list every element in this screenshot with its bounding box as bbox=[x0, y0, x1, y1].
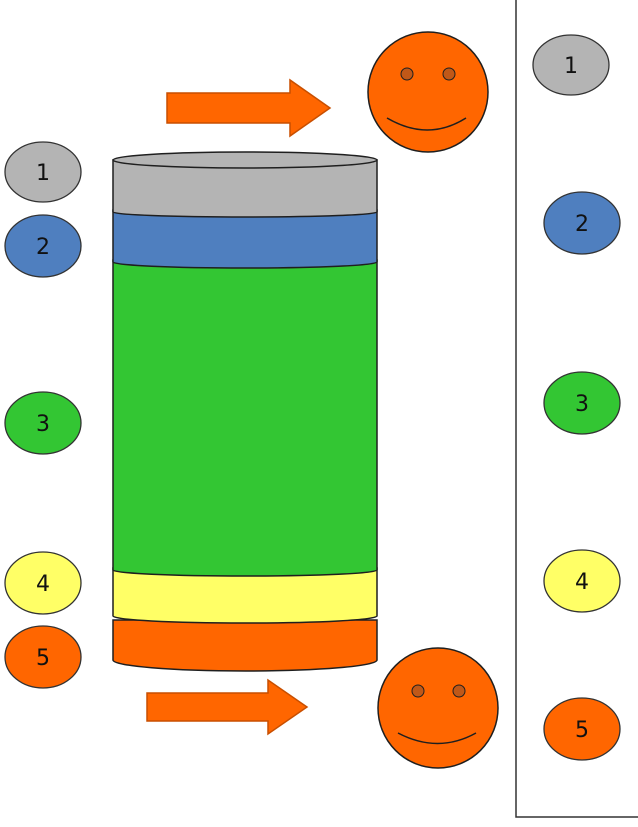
left-badge-3: 3 bbox=[4, 391, 82, 455]
right-badge-4: 4 bbox=[543, 549, 621, 613]
left-badge-label-2: 2 bbox=[36, 235, 50, 260]
right-badge-5: 5 bbox=[543, 697, 621, 761]
right-badge-1: 1 bbox=[532, 34, 610, 96]
left-badge-5: 5 bbox=[4, 625, 82, 689]
left-badge-1: 1 bbox=[4, 141, 82, 203]
left-badge-2: 2 bbox=[4, 214, 82, 278]
column-layer-5 bbox=[112, 619, 378, 672]
left-badge-label-4: 4 bbox=[36, 572, 50, 597]
column-layer-1 bbox=[112, 159, 378, 218]
right-badge-2: 2 bbox=[543, 191, 621, 255]
right-badge-label-4: 4 bbox=[575, 570, 589, 595]
right-badge-label-1: 1 bbox=[564, 54, 578, 79]
top-right-arrow-icon bbox=[166, 78, 332, 138]
right-badge-list: 1 2 3 4 5 bbox=[532, 34, 621, 761]
column-layer-2 bbox=[112, 209, 378, 269]
right-badge-label-2: 2 bbox=[575, 212, 589, 237]
left-badge-4: 4 bbox=[4, 551, 82, 615]
column-cylinder bbox=[112, 151, 378, 672]
bottom-smiley-face-icon bbox=[377, 647, 499, 769]
right-badge-label-5: 5 bbox=[575, 718, 589, 743]
left-badge-list: 1 2 3 4 5 bbox=[4, 141, 82, 689]
top-smiley-face-icon bbox=[367, 31, 489, 153]
left-badge-label-3: 3 bbox=[36, 412, 50, 437]
right-badge-label-3: 3 bbox=[575, 392, 589, 417]
right-badge-3: 3 bbox=[543, 371, 621, 435]
left-badge-label-1: 1 bbox=[36, 161, 50, 186]
bottom-right-arrow-icon bbox=[146, 678, 309, 736]
column-layer-4 bbox=[112, 567, 378, 624]
left-badge-label-5: 5 bbox=[36, 646, 50, 671]
column-layer-3 bbox=[112, 259, 378, 577]
column-top-cap bbox=[112, 151, 378, 169]
